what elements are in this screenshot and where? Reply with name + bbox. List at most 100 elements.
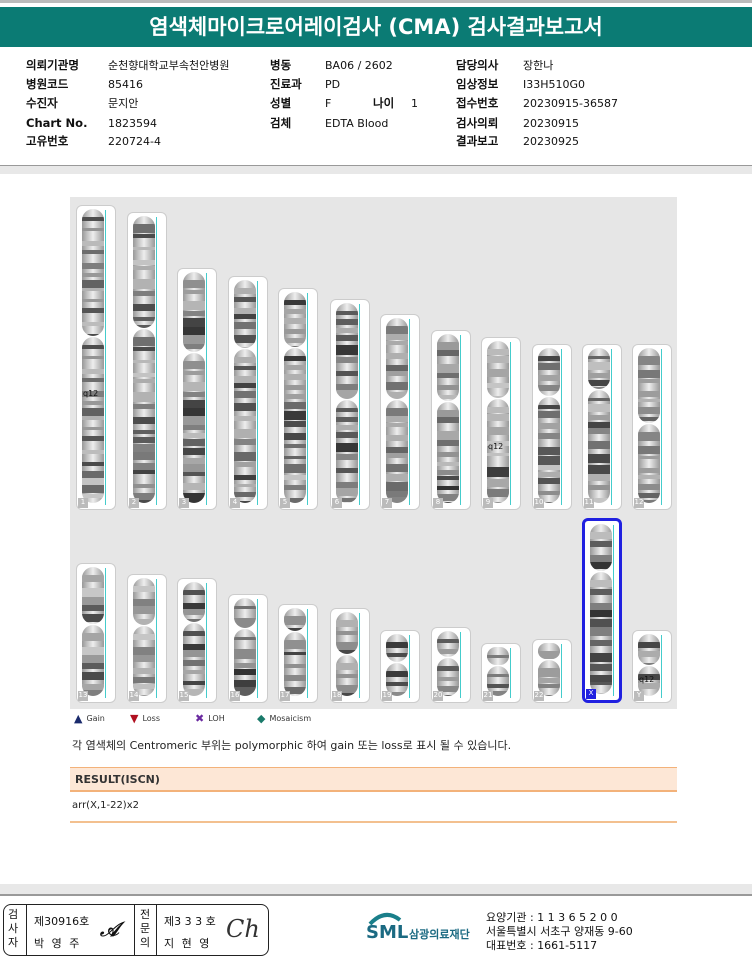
chromosome-9[interactable]: q12 9 <box>481 337 521 510</box>
band-label: q12 <box>83 389 99 398</box>
top-border <box>0 0 752 3</box>
chromosome-label: 16 <box>230 691 240 701</box>
chromosome-12[interactable]: 12 <box>632 344 672 510</box>
band-label: q12 <box>488 441 504 451</box>
chromosome-6[interactable]: 6 <box>330 299 370 510</box>
karyogram: q12 1 2 3 4 5 <box>70 197 677 709</box>
chromosome-label: 17 <box>280 691 290 701</box>
chromosome-19[interactable]: 19 <box>380 630 420 703</box>
legend-mosaicism: ◆Mosaicism <box>257 712 312 725</box>
chromosome-label: 12 <box>634 498 644 508</box>
legend-gain: ▲Gain <box>74 712 105 725</box>
sml-logo: SML <box>364 910 408 950</box>
result-header: RESULT(ISCN) <box>70 767 677 792</box>
chromosome-18[interactable]: 18 <box>330 608 370 703</box>
chromosome-4[interactable]: 4 <box>228 276 268 510</box>
field-value: 20230915-36587 <box>523 97 618 110</box>
chromosome-17[interactable]: 17 <box>278 604 318 703</box>
chromosome-label: 3 <box>179 498 189 508</box>
chromosome-10[interactable]: 10 <box>532 344 572 510</box>
field-value: PD <box>325 78 341 91</box>
legend-loh: ✖LOH <box>195 712 225 725</box>
result-value: arr(X,1-22)x2 <box>72 800 139 811</box>
field-label: 담당의사 <box>456 58 499 72</box>
chromosome-label: 11 <box>584 498 594 508</box>
field-value: 85416 <box>108 78 143 91</box>
field-value: 20230915 <box>523 117 579 130</box>
chromosome-3[interactable]: 3 <box>177 268 217 510</box>
field-label: 병동 <box>270 58 292 72</box>
field-value: 1823594 <box>108 117 157 130</box>
license-number: 제3 3 3 호 <box>164 915 216 928</box>
field-value: 문지안 <box>108 97 139 110</box>
report-title: 염색체마이크로어레이검사 (CMA) 검사결과보고서 <box>0 7 752 47</box>
band-label: q12 <box>639 674 655 684</box>
chromosome-20[interactable]: 20 <box>431 627 471 703</box>
chromosome-label: 22 <box>534 691 544 701</box>
field-label: 의뢰기관명 <box>26 58 79 72</box>
divider <box>0 166 752 174</box>
chromosome-label: 9 <box>483 498 493 508</box>
inspector-name: 박 영 주 <box>34 937 82 950</box>
field-label: 수진자 <box>26 96 58 110</box>
field-label: 검체 <box>270 116 292 130</box>
field-label: 병원코드 <box>26 77 69 91</box>
footer-info: 요양기관 : 1 1 3 6 5 2 0 0 서울특별시 서초구 양재동 9-6… <box>486 911 633 953</box>
chromosome-label: 15 <box>179 691 189 701</box>
loh-icon: ✖ <box>195 712 205 725</box>
chromosome-1[interactable]: q12 1 <box>76 205 116 510</box>
field-label: 임상정보 <box>456 77 499 91</box>
centromere-note: 각 염색체의 Centromeric 부위는 polymorphic 하여 ga… <box>72 739 512 752</box>
chromosome-label: 20 <box>433 691 443 701</box>
chromosome-label: 1 <box>78 498 88 508</box>
chromosome-15[interactable]: 15 <box>177 578 217 703</box>
field-value: 장한나 <box>523 59 554 72</box>
chromosome-16[interactable]: 16 <box>228 594 268 703</box>
field-value: 20230925 <box>523 135 579 148</box>
field-label: 진료과 <box>270 77 302 91</box>
address: 서울특별시 서초구 양재동 9-60 <box>486 925 633 938</box>
role-inspector: 검사자 <box>7 908 19 949</box>
chromosome-label: 5 <box>280 498 290 508</box>
field-label: 접수번호 <box>456 96 499 110</box>
chromosome-label: 14 <box>129 691 139 701</box>
chromosome-21[interactable]: 21 <box>481 643 521 703</box>
divider <box>70 821 677 823</box>
field-value: F <box>325 97 332 110</box>
chromosome-8[interactable]: 8 <box>431 330 471 510</box>
chromosome-13[interactable]: 13 <box>76 563 116 703</box>
chromosome-14[interactable]: 14 <box>127 574 167 703</box>
chromosome-label: 13 <box>78 691 88 701</box>
field-label: 고유번호 <box>26 134 69 148</box>
chromosome-X[interactable]: X <box>582 518 622 703</box>
chromosome-label: Y <box>634 691 644 701</box>
chromosome-label: 4 <box>230 498 240 508</box>
chromosome-Y[interactable]: q12 Y <box>632 630 672 703</box>
chromosome-5[interactable]: 5 <box>278 288 318 510</box>
chromosome-2[interactable]: 2 <box>127 212 167 510</box>
field-label: 성별 <box>270 96 292 110</box>
footer-divider <box>0 884 752 896</box>
gain-icon: ▲ <box>74 712 83 725</box>
license-number: 제30916호 <box>34 915 90 928</box>
chromosome-11[interactable]: 11 <box>582 344 622 510</box>
org-name: 삼광의료재단 <box>409 928 470 941</box>
chromosome-7[interactable]: 7 <box>380 314 420 510</box>
legend-loss: ▼Loss <box>130 712 161 725</box>
divider <box>0 165 752 166</box>
field-value: I33H510G0 <box>523 78 586 91</box>
field-label: 검사의뢰 <box>456 116 499 130</box>
signature-box: 검사자 제30916호 박 영 주 𝒜 전문의 제3 3 3 호 지 현 영 C… <box>3 904 269 956</box>
field-label: 결과보고 <box>456 134 499 148</box>
field-label: 나이 <box>373 96 395 110</box>
chromosome-label: 18 <box>332 691 342 701</box>
field-value: BA06 / 2602 <box>325 59 393 72</box>
mosaicism-icon: ◆ <box>257 712 266 725</box>
phone: 대표번호 : 1661-5117 <box>486 939 598 952</box>
signature-image: Ch <box>226 915 260 943</box>
chromosome-22[interactable]: 22 <box>532 639 572 703</box>
field-value: 순천향대학교부속천안병원 <box>108 59 230 72</box>
chromosome-label: 7 <box>382 498 392 508</box>
chromosome-label: 19 <box>382 691 392 701</box>
signature-image: 𝒜 <box>100 917 119 941</box>
